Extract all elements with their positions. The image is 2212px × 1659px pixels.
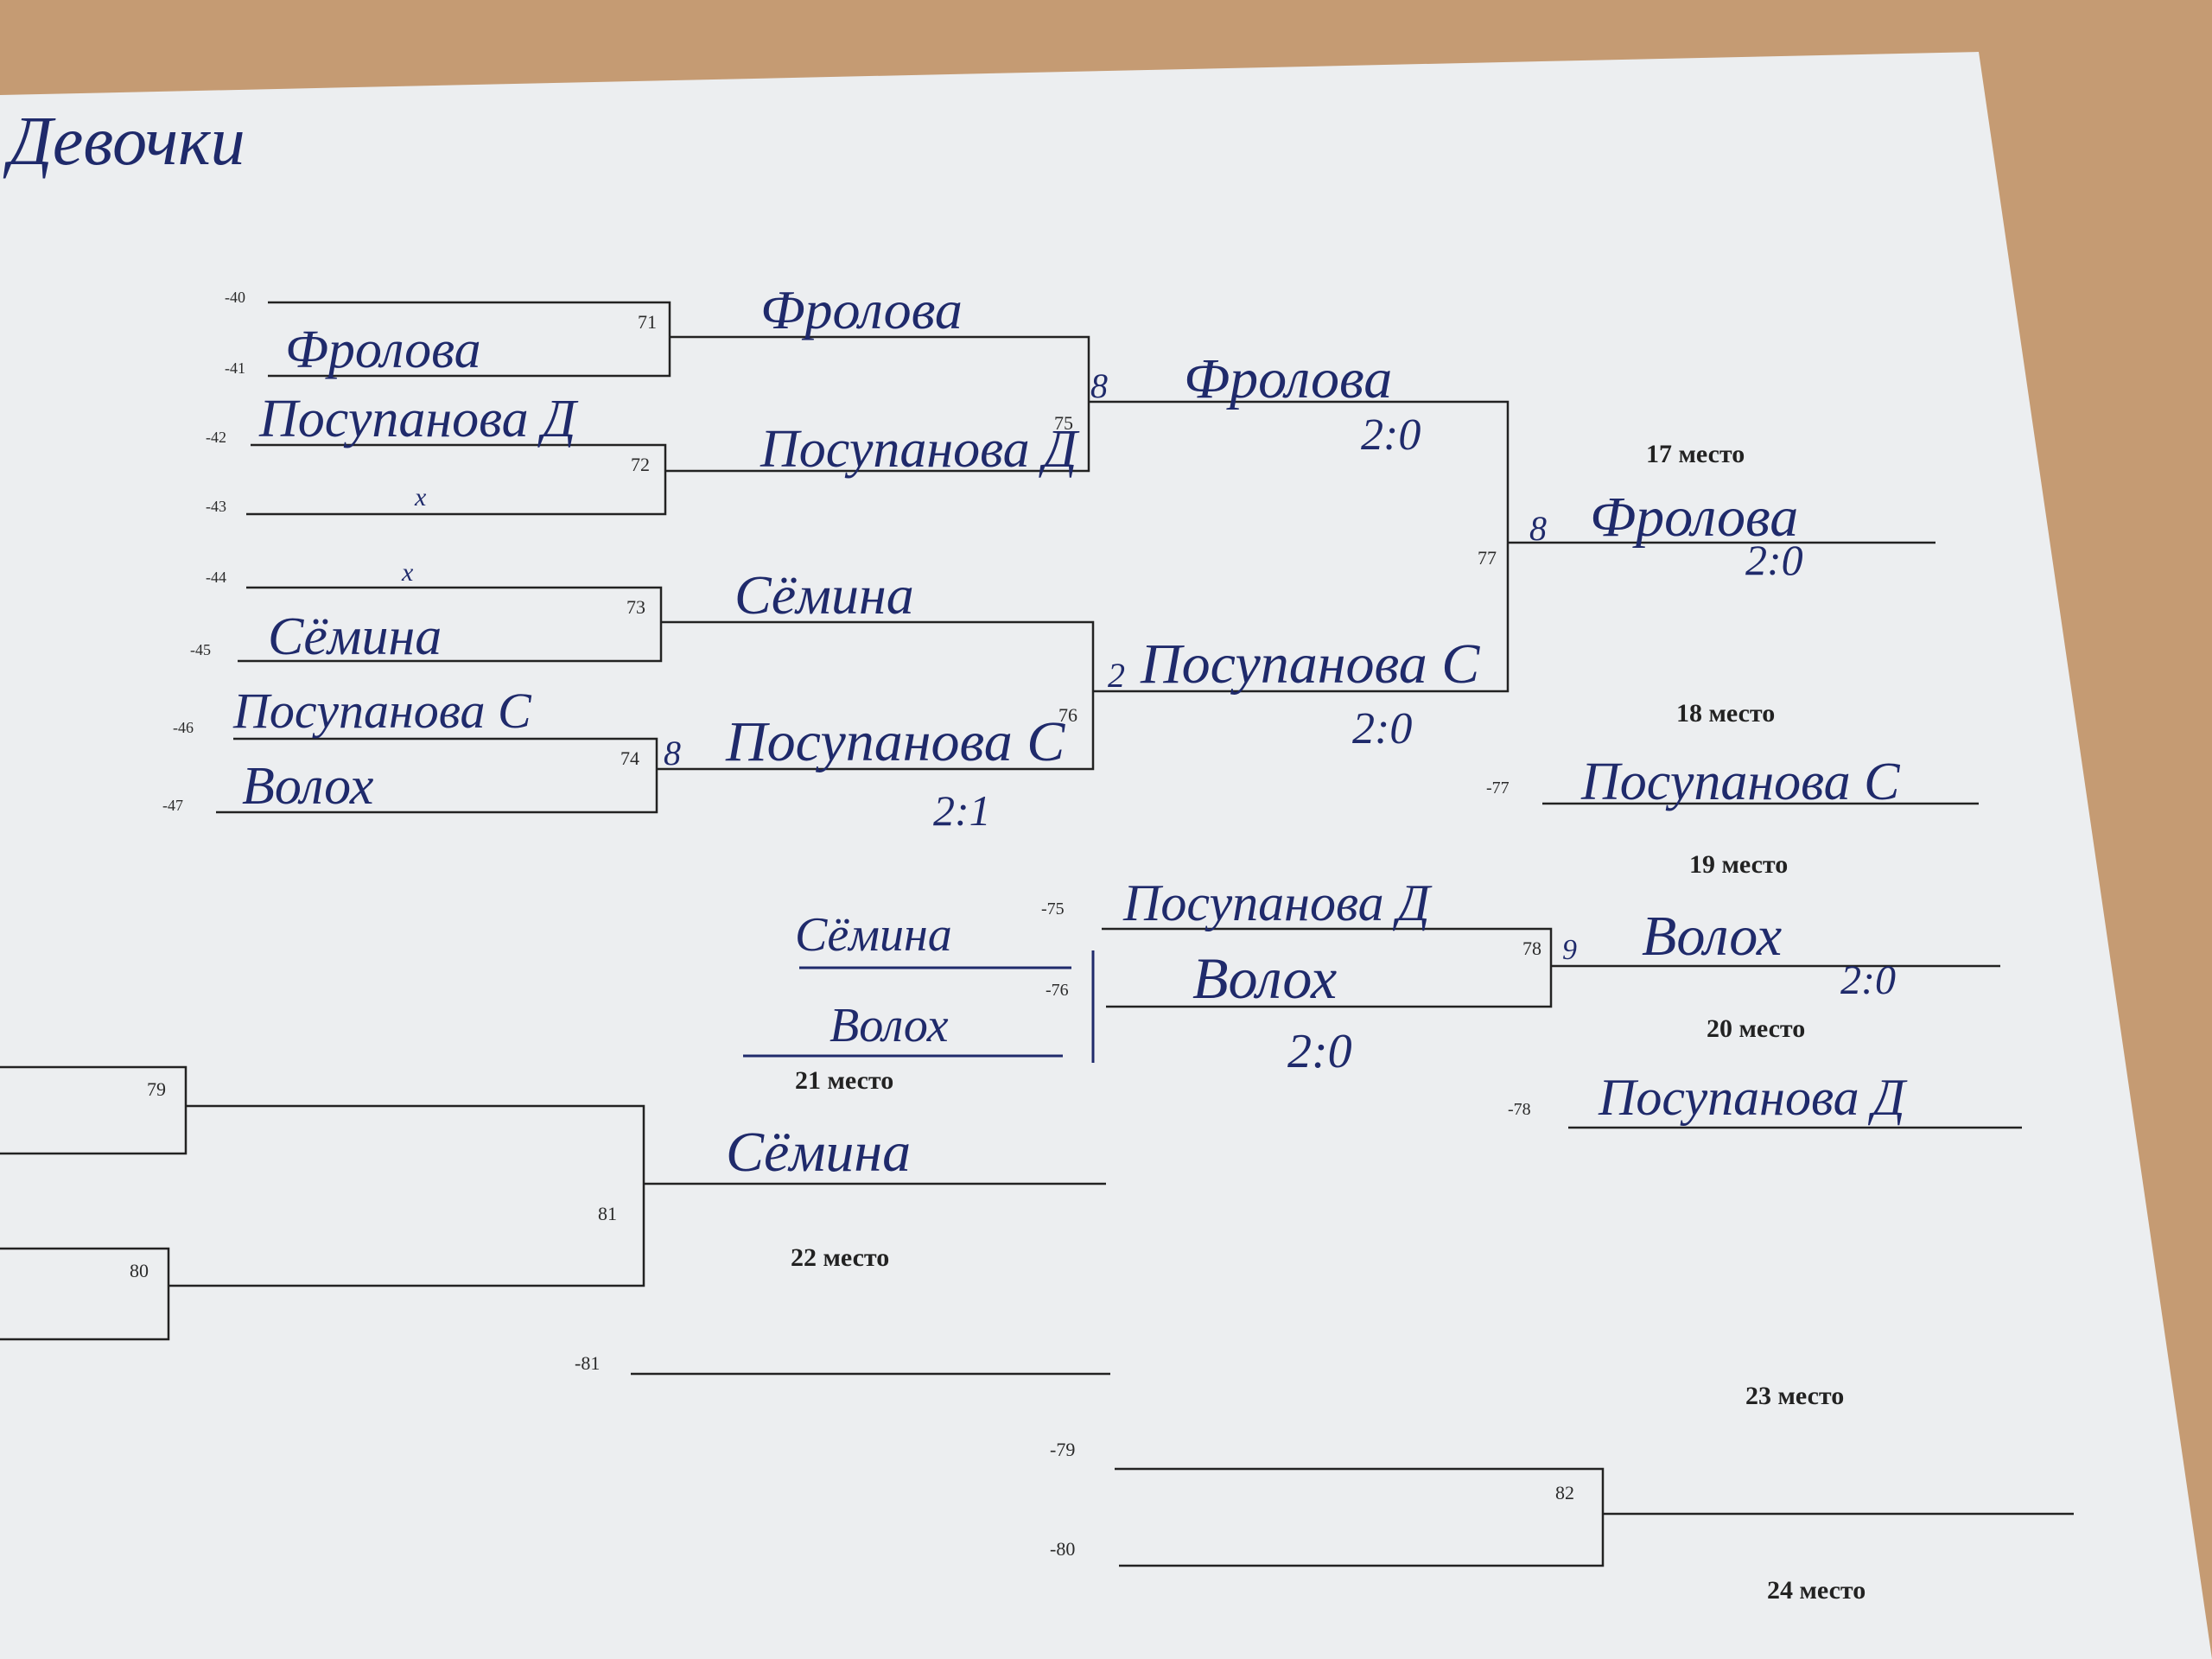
side-list-name: Волох — [830, 999, 949, 1052]
place-label: 17 место — [1646, 440, 1745, 468]
place-label: 24 место — [1767, 1576, 1866, 1605]
match-72-box — [246, 443, 667, 516]
match-number: 76 — [1058, 704, 1077, 726]
match-79-box — [0, 1065, 188, 1155]
match-number: 79 — [147, 1078, 166, 1100]
winner-name: Фролова — [1184, 347, 1392, 410]
match-score: 2:0 — [1352, 704, 1412, 753]
match-number: 82 — [1555, 1482, 1574, 1503]
winner-name: Фролова — [1590, 486, 1798, 549]
match-75-box — [665, 335, 1090, 473]
match-score: 2:0 — [1745, 536, 1803, 584]
loser-name: Посупанова С — [1580, 753, 1900, 811]
match-number: 74 — [620, 747, 639, 769]
player-name: Посупанова С — [232, 683, 532, 739]
seed-label: -43 — [206, 498, 226, 515]
match-number: 80 — [130, 1260, 149, 1281]
match-number: 71 — [638, 311, 657, 333]
place-label: 18 место — [1676, 699, 1775, 728]
match-mark: 2 — [1108, 656, 1125, 695]
match-number: 77 — [1478, 547, 1497, 569]
seed-label: -47 — [162, 797, 183, 814]
winner-name: Фролова — [760, 279, 963, 340]
winner-name: Посупанова С — [1140, 632, 1480, 696]
match-score: 2:0 — [1287, 1025, 1352, 1078]
match-number: 73 — [626, 596, 645, 618]
seed-label: -41 — [225, 359, 245, 377]
match-number: 75 — [1054, 412, 1073, 434]
player-name: Посупанова Д — [1122, 874, 1433, 931]
place-label: 19 место — [1689, 850, 1788, 879]
match-78-box — [1102, 927, 1553, 1008]
loser-ref: -76 — [1046, 981, 1069, 1000]
header-title: Девочки — [3, 104, 245, 180]
match-76-box — [657, 620, 1095, 771]
match-81-box — [168, 1104, 645, 1287]
loser-ref: -79 — [1050, 1439, 1075, 1460]
player-name: Сёмина — [268, 607, 442, 666]
match-score: 2:0 — [1361, 410, 1421, 460]
player-name: Волох — [242, 757, 374, 816]
match-number: 81 — [598, 1203, 617, 1224]
match-71-box — [268, 301, 671, 378]
match-mark: 8 — [1529, 509, 1547, 548]
place-label: 22 место — [791, 1243, 889, 1272]
place-label: 20 место — [1707, 1014, 1805, 1043]
side-list-name: Сёмина — [795, 908, 952, 962]
match-74-box — [216, 737, 658, 814]
seed-label: -44 — [206, 569, 226, 586]
loser-ref: -81 — [575, 1352, 600, 1374]
seed-label: -45 — [190, 641, 211, 658]
place-label: 23 место — [1745, 1382, 1844, 1410]
loser-name: Посупанова Д — [1598, 1069, 1908, 1126]
winner-name: Посупанова Д — [760, 420, 1080, 479]
match-score: 2:1 — [933, 786, 991, 835]
place-label: 21 место — [795, 1066, 893, 1095]
match-number: 72 — [631, 454, 650, 475]
bye-mark: x — [401, 558, 414, 587]
seed-label: -40 — [225, 289, 245, 306]
seed-label: -46 — [173, 719, 194, 736]
loser-ref: -80 — [1050, 1538, 1075, 1560]
player-name: Посупанова Д — [258, 390, 579, 448]
loser-ref: -78 — [1508, 1100, 1531, 1119]
match-82-box — [1115, 1467, 1605, 1567]
loser-ref: -75 — [1041, 899, 1065, 918]
winner-name: Посупанова С — [725, 710, 1065, 773]
winner-name: Волох — [1642, 905, 1782, 968]
match-mark: 9 — [1562, 934, 1577, 966]
bye-mark: x — [414, 483, 427, 512]
match-80-box — [0, 1247, 170, 1341]
match-number: 78 — [1522, 938, 1541, 959]
seed-label: -42 — [206, 429, 226, 446]
match-score: 2:0 — [1840, 957, 1896, 1003]
loser-ref: -77 — [1486, 779, 1510, 798]
match-77-box — [1089, 400, 1510, 693]
winner-name: Сёмина — [734, 564, 914, 626]
winner-name: Сёмина — [726, 1121, 911, 1184]
match-mark: 8 — [664, 734, 681, 772]
side-list-lines — [743, 966, 1071, 1058]
match-mark: 8 — [1090, 366, 1108, 405]
paper-sheet — [0, 52, 2212, 1659]
player-name: Фролова — [285, 321, 481, 379]
player-name: Волох — [1192, 945, 1337, 1011]
match-73-box — [238, 586, 663, 663]
